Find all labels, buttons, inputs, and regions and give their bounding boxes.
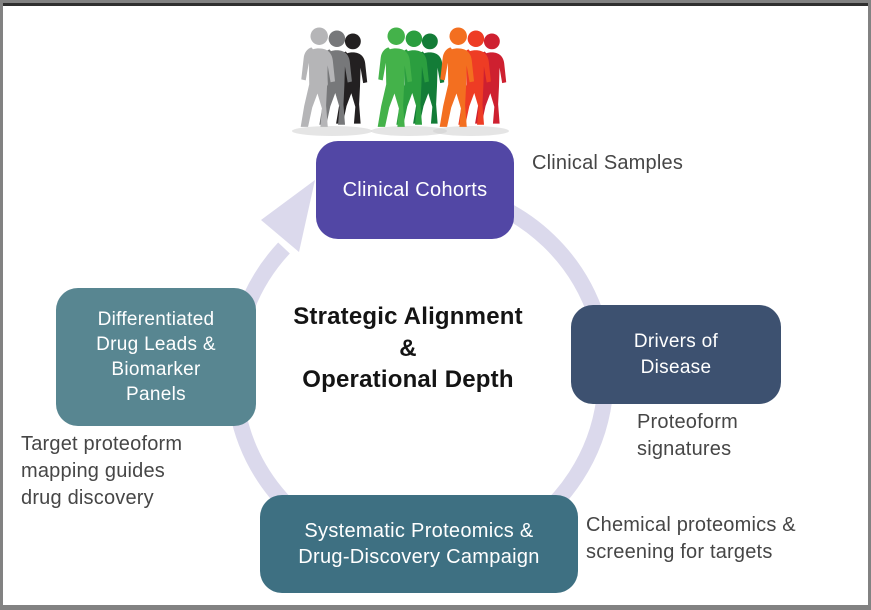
annotation-target-proteoform: Target proteoform mapping guides drug di…: [21, 433, 183, 509]
node-label: Drivers of Disease: [633, 331, 719, 378]
people-group-grey-icon: [300, 27, 368, 127]
people-shadow: [292, 126, 372, 136]
people-group-red-icon: [439, 27, 507, 127]
node-differentiated-drug-leads: Differentiated Drug Leads & Biomarker Pa…: [56, 288, 256, 426]
annotation-clinical-samples: Clinical Samples: [532, 152, 684, 174]
annotation-chemical-proteomics: Chemical proteomics & screening for targ…: [586, 514, 796, 563]
frame-border: [3, 3, 868, 6]
node-label: Differentiated Drug Leads & Biomarker Pa…: [96, 308, 216, 406]
annotation-proteoform-signatures: Proteoform signatures: [637, 411, 738, 460]
node-clinical-cohorts: Clinical Cohorts: [316, 141, 514, 239]
people-group-green-icon: [377, 27, 445, 127]
people-shadow: [433, 126, 509, 136]
node-label: Systematic Proteomics & Drug-Discovery C…: [298, 519, 540, 568]
people-shadow: [371, 126, 447, 136]
node-systematic-proteomics: Systematic Proteomics & Drug-Discovery C…: [260, 495, 578, 593]
node-label: Clinical Cohorts: [342, 178, 488, 201]
diagram-center-title: Strategic Alignment & Operational Depth: [293, 303, 523, 394]
cycle-arrowhead-icon: [261, 180, 315, 252]
node-drivers-of-disease: Drivers of Disease: [571, 305, 781, 404]
